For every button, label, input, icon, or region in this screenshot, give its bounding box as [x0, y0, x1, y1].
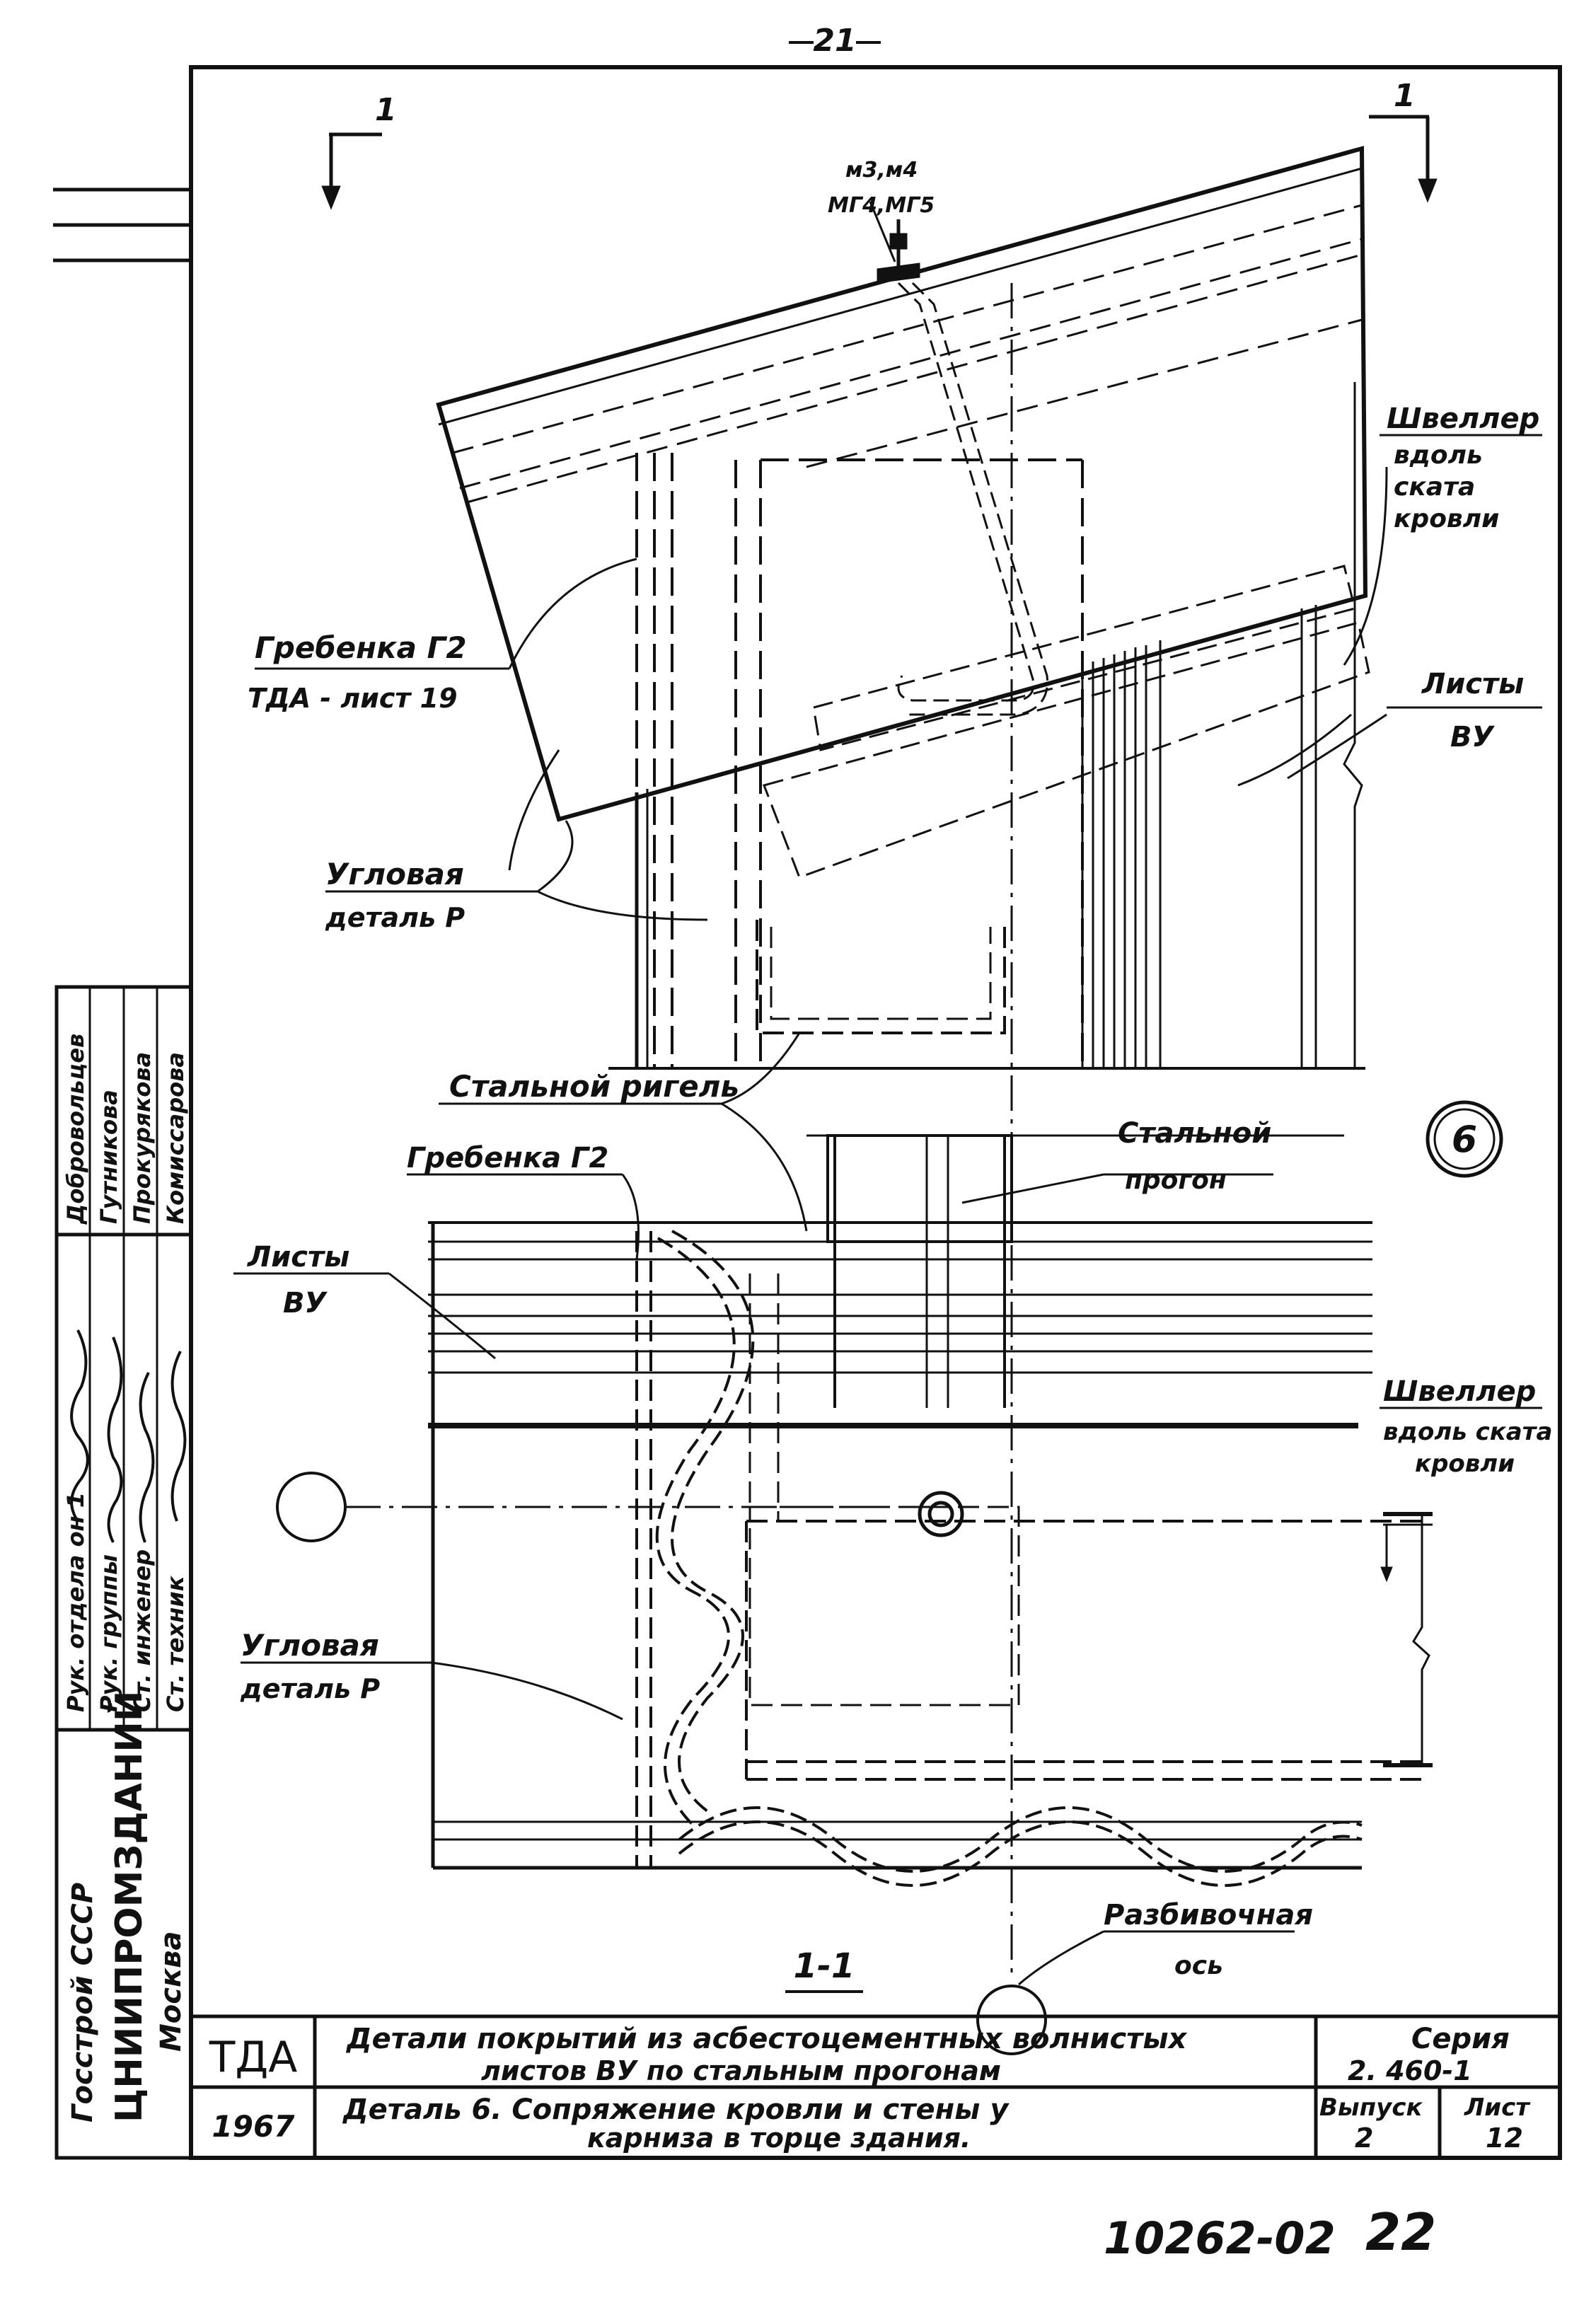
title-block-grid	[189, 2014, 1562, 2160]
shveller-bottom-l3: кровли	[1415, 1450, 1515, 1478]
listy-top-l1: Листы	[1421, 668, 1524, 700]
stamp-role-1: Рук. отдела он 1	[62, 1492, 89, 1712]
detail-line-2: карниза в торце здания.	[587, 2122, 971, 2154]
sheet-frame	[189, 65, 1562, 2160]
sheet-label: Лист	[1464, 2093, 1531, 2122]
lower-leaders	[233, 1032, 1542, 1986]
upper-view	[436, 146, 1370, 1981]
upper-leaders	[255, 201, 1542, 921]
razbivochnaya-l2: ось	[1174, 1951, 1223, 1980]
issue-value: 2	[1355, 2122, 1373, 2154]
binding-marks	[53, 187, 191, 262]
stamp-city: Москва	[155, 1931, 187, 2052]
stamp-name-2: Гутникова	[96, 1090, 122, 1224]
stamp-role-3: Ст. инженер	[129, 1549, 156, 1712]
page-number: 21	[813, 23, 856, 59]
section-mark-left: 1	[375, 92, 397, 128]
stamp-name-3: Прокурякова	[129, 1052, 156, 1224]
shveller-bottom-l2: вдоль ската	[1383, 1418, 1552, 1446]
stalnoy-progon-l1: Стальной	[1118, 1117, 1271, 1150]
shveller-top-l3: ската	[1394, 473, 1475, 502]
section-title: 1-1	[794, 1946, 855, 1986]
title-line-2: листов ВУ по стальным прогонам	[481, 2055, 1001, 2086]
title-line-1: Детали покрытий из асбестоцементных волн…	[345, 2023, 1188, 2055]
sheet-value: 12	[1486, 2122, 1523, 2154]
shveller-bottom-l1: Швеллер	[1383, 1375, 1536, 1408]
title-code: ТДА	[209, 2033, 298, 2082]
stamp-org-1: Госстрой СССР	[66, 1883, 99, 2122]
stalnoy-rigel: Стальной ригель	[449, 1069, 739, 1104]
grebenka-top-l2: ТДА - лист 19	[248, 683, 458, 714]
stamp-name-1: Добровольцев	[62, 1034, 89, 1225]
issue-label: Выпуск	[1319, 2093, 1423, 2122]
fastener-label-1: м3,м4	[845, 158, 918, 183]
archive-number: 10262-02	[1104, 2212, 1336, 2264]
stamp-role-4: Ст. техник	[162, 1575, 189, 1712]
uglovaya-bottom-l2: деталь Р	[240, 1673, 380, 1704]
shveller-top-l1: Швеллер	[1387, 403, 1539, 435]
razbivochnaya-l1: Разбивочная	[1104, 1899, 1313, 1931]
series-label: Серия	[1411, 2023, 1510, 2055]
section-marker-left	[321, 132, 382, 210]
uglovaya-top-l1: Угловая	[325, 857, 464, 891]
shveller-top-l4: кровли	[1394, 504, 1499, 533]
listy-mid-l2: ВУ	[283, 1287, 328, 1319]
grebenka-top-l1: Гребенка Г2	[255, 630, 467, 665]
stalnoy-progon-l2: прогон	[1125, 1166, 1227, 1195]
side-stamp	[54, 985, 193, 2160]
stamp-name-4: Комиссарова	[162, 1052, 189, 1224]
section-marker-right	[1369, 115, 1438, 203]
detail-marker	[1426, 1100, 1503, 1178]
stamp-org-2: ЦНИИПРОМЗДАНИЙ	[108, 1691, 151, 2122]
listy-mid-l1: Листы	[247, 1241, 349, 1273]
title-year: 1967	[212, 2109, 296, 2144]
stamp-role-2: Рук. группы	[96, 1554, 122, 1712]
section-mark-right: 1	[1394, 78, 1416, 114]
listy-top-l2: ВУ	[1450, 721, 1495, 753]
uglovaya-top-l2: деталь Р	[325, 902, 465, 933]
lower-view	[276, 1134, 1433, 2055]
fastener-label-2: МГ4,МГ5	[828, 193, 935, 218]
archive-sheet: 22	[1365, 2202, 1436, 2262]
detail-number: 6	[1452, 1119, 1477, 1161]
signatures	[70, 1329, 187, 1543]
shveller-top-l2: вдоль	[1394, 441, 1483, 470]
detail-line-1: Деталь 6. Сопряжение кровли и стены у	[342, 2093, 1010, 2126]
series-value: 2. 460-1	[1348, 2055, 1472, 2086]
grebenka-mid: Гребенка Г2	[407, 1142, 608, 1174]
uglovaya-bottom-l1: Угловая	[241, 1628, 379, 1663]
